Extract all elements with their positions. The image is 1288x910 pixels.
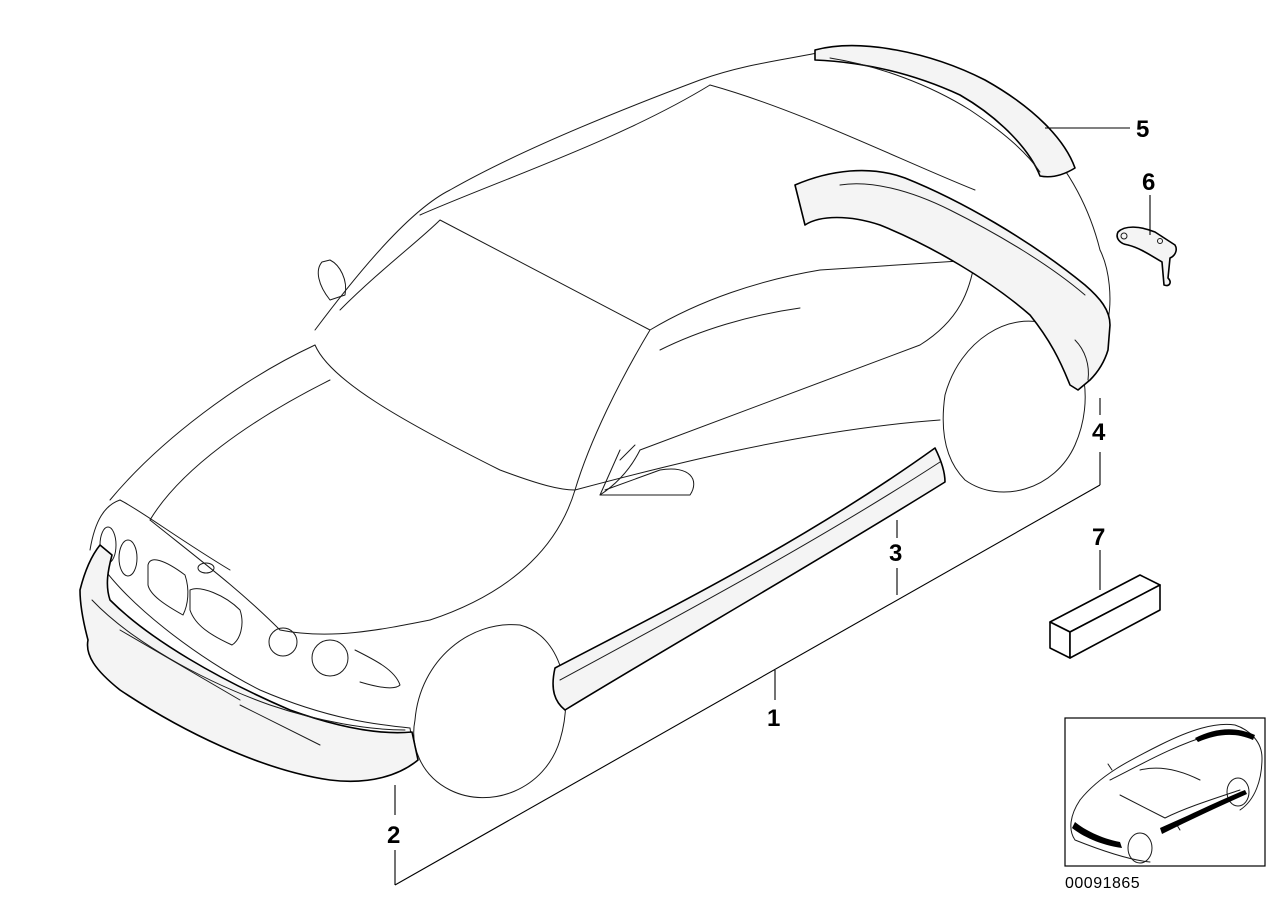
part-bracket (1116, 226, 1177, 287)
part-block (1049, 574, 1161, 659)
part-rear-apron (794, 169, 1111, 391)
callout-labels: 5 6 4 3 7 1 2 (387, 116, 1155, 849)
callout-7: 7 (1092, 524, 1105, 551)
part-front-bumper (79, 544, 419, 783)
callout-2: 2 (387, 822, 400, 849)
part-side-skirt (552, 447, 946, 711)
car-body-outline (89, 49, 1111, 799)
reference-number: 00091865 (1065, 875, 1140, 892)
thumbnail-inset (1064, 717, 1266, 867)
callout-3: 3 (889, 540, 902, 567)
callout-4: 4 (1092, 419, 1106, 446)
leader-lines (394, 127, 1151, 886)
callout-1: 1 (767, 705, 780, 732)
callout-5: 5 (1136, 116, 1149, 143)
callout-6: 6 (1142, 169, 1155, 196)
part-rear-spoiler (814, 44, 1076, 178)
